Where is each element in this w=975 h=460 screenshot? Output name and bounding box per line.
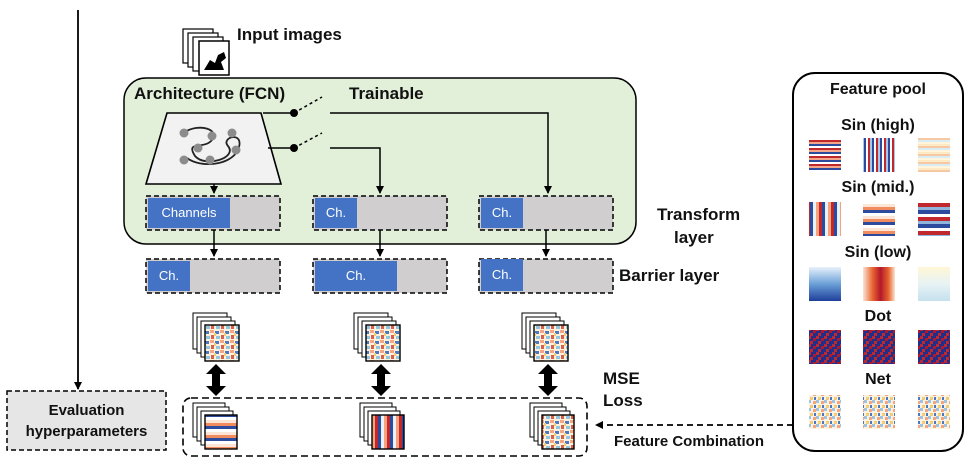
barrier-channel-1 — [145, 258, 281, 294]
evaluation-label-1: Evaluation — [48, 402, 125, 419]
barrier-channel-2-label: Ch. — [345, 268, 367, 283]
feature-pool-group-dot: Dot — [864, 308, 892, 325]
feature-pool-group-sin-mid: Sin (mid.) — [841, 179, 915, 196]
loss-target-box — [182, 397, 588, 457]
barrier-layer-label: Barrier layer — [619, 266, 720, 285]
transform-channel-1 — [145, 195, 281, 231]
transform-channel-1-label: Channels — [161, 205, 217, 220]
transform-channel-3 — [478, 195, 614, 231]
loss-double-arrows — [206, 364, 558, 396]
barrier-channel-1-label: Ch. — [158, 268, 180, 283]
feature-combination-label: Feature Combination — [614, 433, 765, 450]
feature-pool-sin-low — [809, 267, 950, 301]
evaluation-box — [6, 390, 167, 451]
trainable-switches — [210, 96, 552, 194]
feature-pool-dot — [809, 330, 950, 364]
target-stack-1 — [192, 402, 238, 450]
input-images-icon — [182, 28, 230, 76]
feature-stack-2 — [353, 312, 401, 362]
barrier-channel-2 — [312, 258, 448, 294]
architecture-label: Architecture (FCN) — [134, 84, 286, 103]
input-images-label: Input images — [237, 25, 342, 44]
transform-channel-2 — [312, 195, 448, 231]
feature-pool-group-sin-low: Sin (low) — [844, 244, 912, 261]
transform-layer-label-1: Transform — [657, 205, 741, 224]
feature-stack-3 — [521, 312, 569, 362]
target-stack-2 — [359, 402, 405, 450]
feature-pool-sin-high — [809, 138, 950, 172]
transform-channel-3-label: Ch. — [491, 205, 513, 220]
evaluation-label-2: hyperparameters — [25, 423, 148, 440]
target-stack-3 — [529, 402, 575, 450]
trainable-label: Trainable — [349, 84, 424, 103]
feature-pool-sin-mid — [809, 202, 950, 236]
fcn-architecture-icon — [144, 112, 283, 185]
feature-stack-1 — [192, 312, 240, 362]
feature-pool-title: Feature pool — [829, 81, 926, 98]
feature-pool-group-net: Net — [865, 371, 891, 388]
transform-layer-label-2: layer — [674, 228, 714, 247]
barrier-channel-3 — [478, 258, 614, 294]
feature-pool-group-sin-high: Sin (high) — [841, 117, 915, 134]
transform-channel-2-label: Ch. — [325, 205, 347, 220]
barrier-channel-3-label: Ch. — [491, 267, 513, 282]
mse-label-1: MSE — [603, 369, 640, 388]
mse-label-2: Loss — [603, 391, 643, 410]
feature-pool-net — [809, 395, 950, 429]
